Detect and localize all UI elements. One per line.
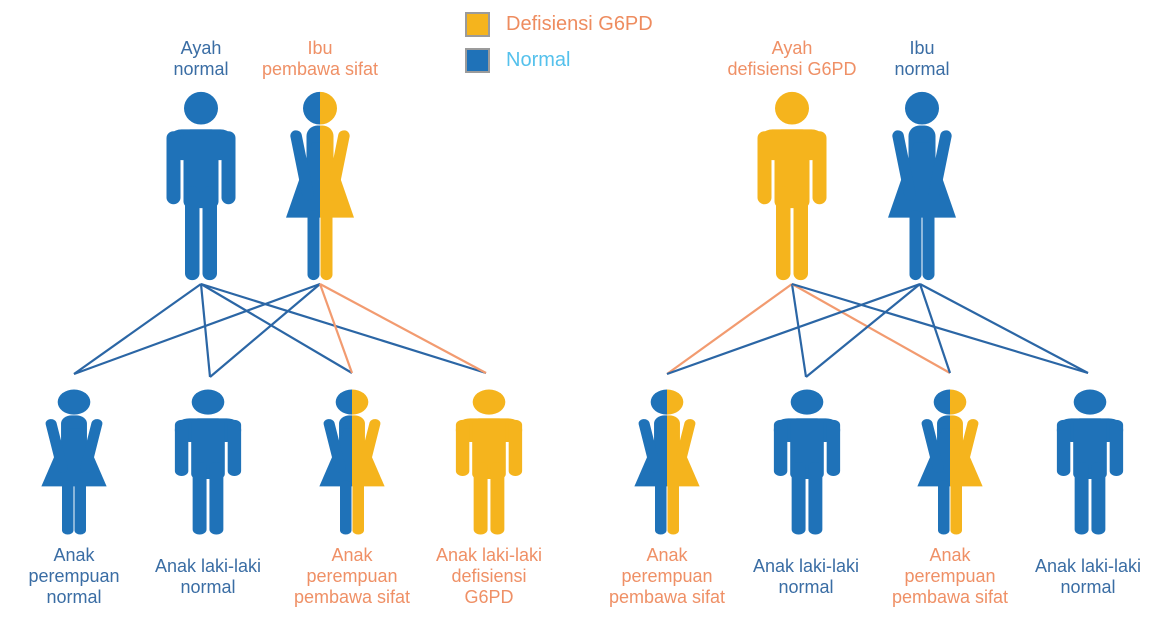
label-left-child4: Anak laki-laki defisiensi G6PD [435, 545, 543, 607]
line-left-mother-child2 [209, 283, 321, 378]
label-right-mother: Ibu normal [894, 38, 950, 79]
legend: Defisiensi G6PD Normal [465, 12, 653, 84]
label-right-father: Ayah defisiensi G6PD [727, 38, 857, 79]
line-right-father-child2 [790, 283, 808, 378]
legend-label-normal: Normal [506, 49, 571, 71]
figure-right-child3-carrier-female [902, 388, 998, 536]
label-right-child3: Anak perempuan pembawa sifat [891, 545, 1009, 607]
right-mother-lines [666, 282, 1089, 378]
line-right-mother-child2 [805, 283, 921, 378]
line-left-father-child2 [199, 283, 212, 378]
label-right-child4: Anak laki-laki normal [1034, 556, 1142, 597]
label-left-child1: Anak perempuan normal [28, 545, 120, 607]
line-right-father-child4 [791, 282, 1089, 375]
figure-right-mother-normal-female [872, 90, 972, 282]
legend-item-normal: Normal [465, 48, 653, 73]
figure-left-child2-normal-male [160, 388, 256, 536]
label-right-child1: Anak perempuan pembawa sifat [608, 545, 726, 607]
figure-right-child4-normal-male [1042, 388, 1138, 536]
legend-label-defisiensi-g6pd: Defisiensi G6PD [506, 13, 653, 35]
figure-left-child4-affected-male [441, 388, 537, 536]
line-right-mother-child4 [919, 283, 1089, 374]
line-left-father-child4 [200, 282, 487, 375]
line-right-mother-child1 [666, 282, 921, 376]
legend-item-defisiensi: Defisiensi G6PD [465, 12, 653, 37]
line-right-mother-child3 [918, 283, 952, 374]
figure-right-child1-carrier-female [619, 388, 715, 536]
line-left-mother-child3 [318, 283, 354, 374]
line-left-father-child3 [200, 283, 353, 374]
label-left-child3: Anak perempuan pembawa sifat [293, 545, 411, 607]
figure-right-father-affected-male [742, 90, 842, 282]
label-left-father: Ayah normal [173, 38, 229, 79]
label-left-child2: Anak laki-laki normal [154, 556, 262, 597]
line-right-father-child1 [666, 283, 793, 375]
line-right-father-child3 [791, 283, 951, 374]
figure-left-father-normal-male [151, 90, 251, 282]
right-father-lines [666, 282, 1089, 378]
legend-swatch-normal [465, 48, 490, 73]
figure-left-mother-carrier-female [270, 90, 370, 282]
legend-swatch-defisiensi-g6pd [465, 12, 490, 37]
figure-right-child2-normal-male [759, 388, 855, 536]
left-father-lines [73, 282, 487, 378]
label-left-mother: Ibu pembawa sifat [261, 38, 379, 79]
figure-left-child1-normal-female [26, 388, 122, 536]
label-right-child2: Anak laki-laki normal [752, 556, 860, 597]
left-mother-lines [73, 282, 487, 378]
figure-left-child3-carrier-female [304, 388, 400, 536]
line-left-mother-child4 [319, 283, 487, 374]
line-left-mother-child1 [73, 282, 321, 376]
line-left-father-child1 [73, 283, 202, 375]
